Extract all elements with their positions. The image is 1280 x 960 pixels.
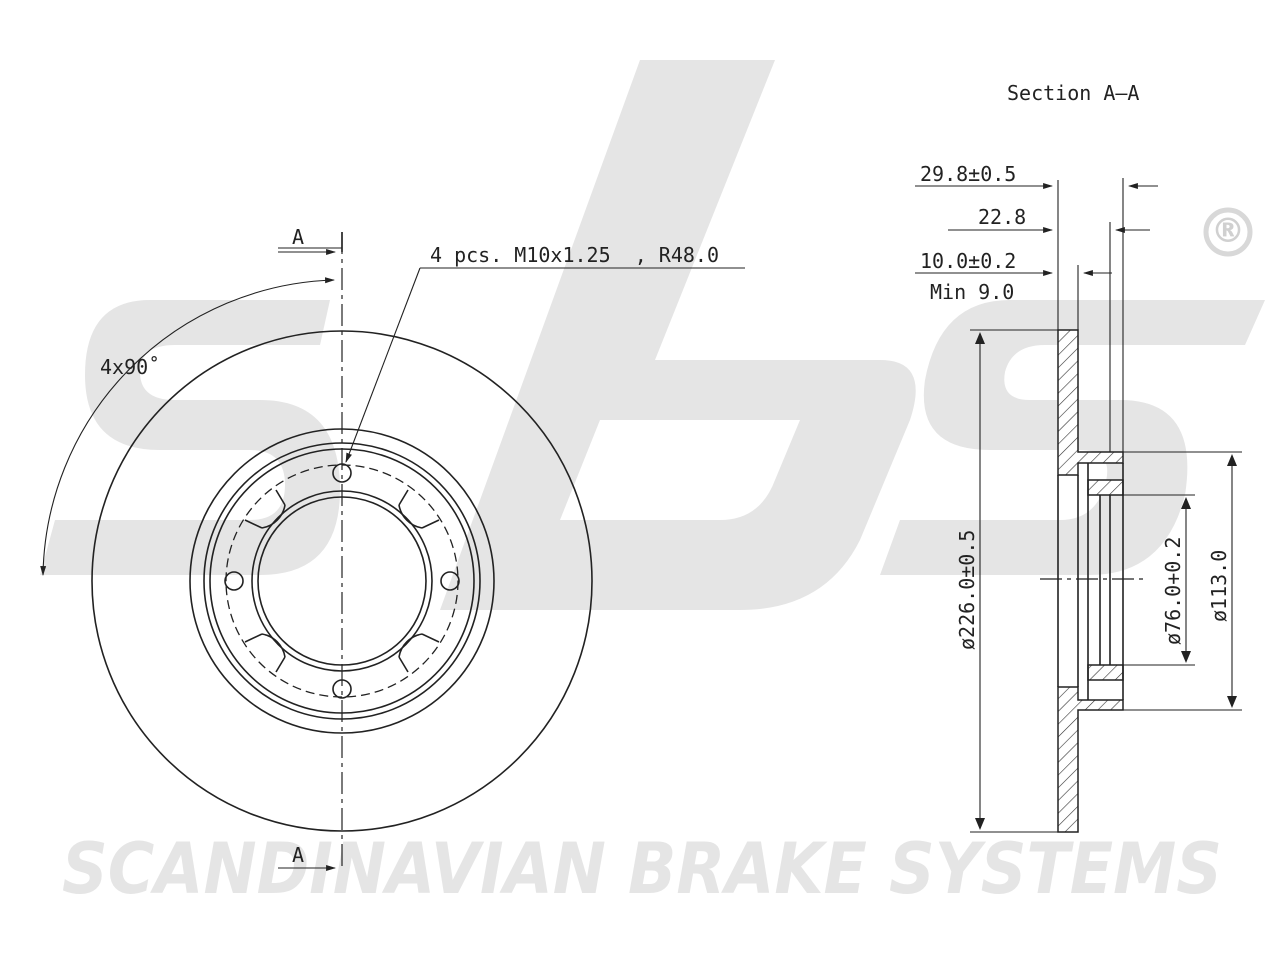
overall-thickness: 29.8±0.5 <box>920 162 1016 186</box>
disc-front-view: A A 4 pcs. M10x1.25 , R48.0 4x90˚ <box>40 225 745 871</box>
section-marker-bottom: A <box>292 843 304 867</box>
section-title: Section A–A <box>1007 81 1139 105</box>
disc-thickness: 10.0±0.2 <box>920 249 1016 273</box>
bolt-pattern-note: 4 pcs. M10x1.25 , R48.0 <box>430 243 719 267</box>
bolt-hole <box>440 571 460 591</box>
hub-diameter: ø113.0 <box>1207 550 1231 622</box>
hub-outer-edge <box>189 428 495 734</box>
min-thickness: Min 9.0 <box>930 280 1014 304</box>
hub-height: 22.8 <box>978 205 1026 229</box>
disc-section-view: Section A–A 29.8±0.5 22.8 10.0±0.2 Min 9… <box>915 81 1242 833</box>
svg-text:®: ® <box>1211 211 1245 251</box>
center-bore-diameter: ø76.0+0.2 <box>1161 537 1185 645</box>
section-marker-top: A <box>292 225 304 249</box>
sbs-logo-watermark <box>40 60 1265 610</box>
outer-diameter: ø226.0±0.5 <box>955 530 979 650</box>
watermark-tagline: SCANDINAVIAN BRAKE SYSTEMS <box>62 828 1222 910</box>
registered-mark-icon: ® <box>1203 207 1253 257</box>
angle-note: 4x90˚ <box>100 355 160 379</box>
